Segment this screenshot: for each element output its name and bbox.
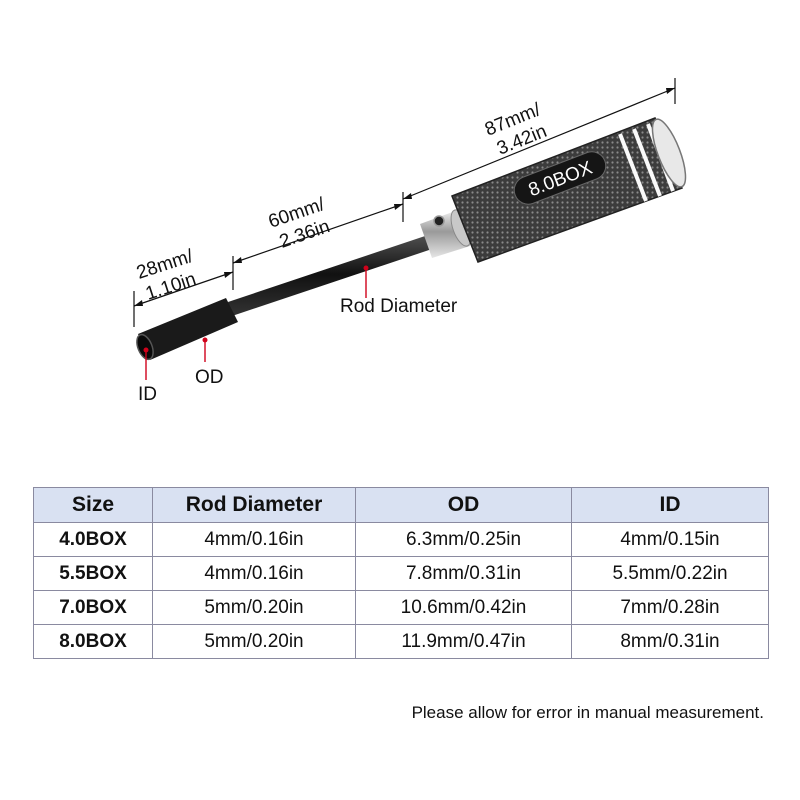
handle-label-plate <box>513 151 607 205</box>
spec-table: Size Rod Diameter OD ID 4.0BOX 4mm/0.16i… <box>33 487 769 659</box>
rod-diameter-callout: Rod Diameter <box>340 296 458 317</box>
table-row: 7.0BOX 5mm/0.20in 10.6mm/0.42in 7mm/0.28… <box>33 590 769 625</box>
id-cell: 8mm/0.31in <box>571 624 769 659</box>
od-callout: OD <box>195 367 224 388</box>
tool-diagram: 28mm/ 1.10in 60mm/ 2.36in 87mm/ 3.42in 8… <box>133 78 687 405</box>
table-row: 4.0BOX 4mm/0.16in 6.3mm/0.25in 4mm/0.15i… <box>33 522 769 557</box>
size-cell: 5.5BOX <box>33 556 153 591</box>
callout-dots <box>143 265 369 353</box>
dimension-lines <box>133 78 676 327</box>
set-screw <box>433 215 445 227</box>
od-cell: 10.6mm/0.42in <box>355 590 572 625</box>
handle-end-cap <box>651 118 687 188</box>
table-row: 8.0BOX 5mm/0.20in 11.9mm/0.47in 8mm/0.31… <box>33 624 769 659</box>
id-cell: 4mm/0.15in <box>571 522 769 557</box>
dimension-arrowheads <box>134 88 675 306</box>
header-id: ID <box>571 487 769 523</box>
header-size: Size <box>33 487 153 523</box>
table-row: 5.5BOX 4mm/0.16in 7.8mm/0.31in 5.5mm/0.2… <box>33 556 769 591</box>
table-header-row: Size Rod Diameter OD ID <box>33 487 769 523</box>
id-cell: 7mm/0.28in <box>571 590 769 625</box>
nut-driver-tool: 8.0BOX <box>136 117 687 361</box>
header-rod-diameter: Rod Diameter <box>152 487 356 523</box>
header-od: OD <box>355 487 572 523</box>
socket-opening <box>136 333 154 361</box>
shaft-rod <box>228 232 441 316</box>
od-cell: 6.3mm/0.25in <box>355 522 572 557</box>
size-cell: 4.0BOX <box>33 522 153 557</box>
od-cell: 11.9mm/0.47in <box>355 624 572 659</box>
id-cell: 5.5mm/0.22in <box>571 556 769 591</box>
rod-diameter-cell: 5mm/0.20in <box>152 590 356 625</box>
rod-diameter-cell: 4mm/0.16in <box>152 522 356 557</box>
rod-diameter-cell: 4mm/0.16in <box>152 556 356 591</box>
od-cell: 7.8mm/0.31in <box>355 556 572 591</box>
callout-lines <box>145 268 367 380</box>
size-cell: 8.0BOX <box>33 624 153 659</box>
measurement-disclaimer: Please allow for error in manual measure… <box>411 703 764 722</box>
size-cell: 7.0BOX <box>33 590 153 625</box>
socket <box>138 298 238 360</box>
id-callout: ID <box>138 384 157 405</box>
rod-diameter-cell: 5mm/0.20in <box>152 624 356 659</box>
